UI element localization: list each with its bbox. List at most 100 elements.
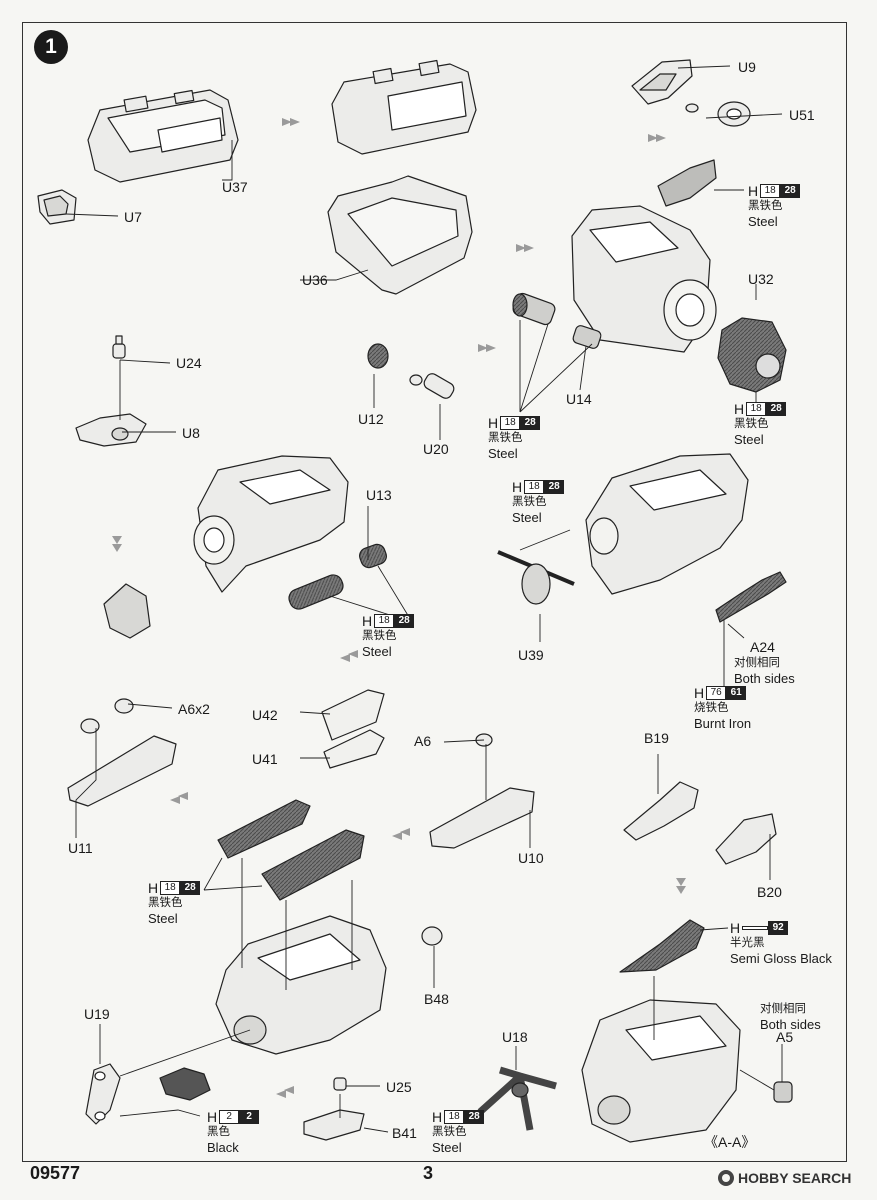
paint-code-steel: H 18 28 — [512, 479, 565, 495]
part-label-u37: U37 — [222, 179, 248, 195]
pulley-part-black — [159, 1067, 211, 1101]
part-label-u19: U19 — [84, 1006, 110, 1022]
paint-code-a: 18 — [444, 1110, 465, 1124]
part-label-b20: B20 — [757, 884, 782, 900]
valve-cover-u11 — [67, 735, 177, 807]
paint-code-a: 2 — [219, 1110, 240, 1124]
watermark-text: HOBBY SEARCH — [738, 1170, 852, 1186]
paint-code-b: 28 — [180, 881, 201, 895]
paint-en: Steel — [362, 644, 392, 659]
stud-part-u25 — [333, 1077, 347, 1091]
paint-name: 烧铁色 Burnt Iron — [694, 701, 751, 731]
paint-code-a: 18 — [500, 416, 521, 430]
cylinder-head-part-u37 — [87, 89, 239, 183]
paint-code-steel: H 18 28 — [432, 1110, 485, 1124]
covers-dark — [217, 799, 365, 901]
cover-part-u42 — [321, 689, 385, 741]
paint-code-a: 76 — [706, 686, 727, 700]
paint-code-b: 61 — [726, 686, 747, 700]
bracket-part-u9 — [631, 59, 693, 105]
paint-code-steel: H 18 28 — [362, 614, 415, 628]
part-label-b19: B19 — [644, 730, 669, 746]
paint-en: Burnt Iron — [694, 716, 752, 731]
paint-prefix: H — [148, 880, 159, 896]
part-label-u8: U8 — [182, 425, 200, 441]
part-label-b41: B41 — [392, 1125, 417, 1141]
paint-en: Steel — [512, 510, 542, 525]
paint-code-b: 28 — [520, 416, 541, 430]
paint-name: 半光黑 Semi Gloss Black — [730, 936, 832, 966]
washer-part — [685, 103, 699, 113]
note-en: Both sides — [760, 1017, 821, 1032]
watermark: HOBBY SEARCH — [718, 1170, 851, 1186]
paint-code-a: 18 — [760, 184, 781, 198]
engine-block-right-lower — [585, 453, 749, 595]
paint-cn: 烧铁色 — [694, 702, 729, 714]
bracket-part-u7 — [37, 189, 77, 225]
bracket-part-h18 — [657, 159, 717, 207]
paint-code-b: 28 — [394, 614, 415, 628]
paint-en: Steel — [748, 214, 778, 229]
head-assembly-upper — [331, 59, 477, 155]
paint-name: 黑铁色 Steel — [148, 896, 183, 926]
assembly-arrows — [112, 118, 686, 1098]
paint-prefix: H — [734, 401, 745, 417]
paint-name: 黑铁色 Steel — [748, 199, 783, 229]
paint-en: Steel — [432, 1140, 462, 1155]
paint-prefix: H — [488, 415, 499, 431]
paint-code-steel: H 18 28 — [148, 880, 201, 896]
product-code: 09577 — [30, 1163, 81, 1183]
plate-part-b41 — [303, 1109, 365, 1141]
paint-prefix: H — [512, 479, 523, 495]
cylinder-part-u20 — [409, 373, 455, 399]
paint-en: Black — [207, 1140, 239, 1155]
part-label-u7: U7 — [124, 209, 142, 225]
engine-block-right — [571, 205, 717, 353]
part-label-b48: B48 — [424, 991, 449, 1007]
part-label-u39: U39 — [518, 647, 544, 663]
paint-name: 黑铁色 Steel — [734, 417, 769, 447]
note-en: Both sides — [734, 671, 795, 686]
leader-lines — [65, 65, 783, 1133]
part-label-u10: U10 — [518, 850, 544, 866]
stud-part-u24 — [112, 335, 126, 359]
part-label-u11: U11 — [68, 840, 93, 856]
part-label-u13: U13 — [366, 487, 392, 503]
paint-cn: 黑铁色 — [362, 630, 397, 642]
page-number: 3 — [423, 1163, 434, 1183]
engine-block-left — [193, 455, 349, 593]
exhaust-part-a24 — [715, 571, 787, 623]
valve-cover-u10 — [429, 787, 535, 849]
flywheel-cover-u32 — [717, 317, 787, 393]
paint-code-b: 28 — [780, 184, 801, 198]
paint-code-steel: H 18 28 — [488, 415, 541, 431]
part-label-u51: U51 — [789, 107, 815, 123]
note-cn: 对侧相同 — [760, 1003, 806, 1015]
paint-en: Steel — [488, 446, 518, 461]
page-border — [22, 22, 847, 1162]
paint-cn: 黑铁色 — [512, 496, 547, 508]
step-number-badge: 1 — [34, 30, 68, 64]
pan-part-u36 — [327, 175, 473, 295]
part-label-u14: U14 — [566, 391, 592, 407]
paint-name: 黑铁色 Steel — [432, 1125, 467, 1155]
part-label-a24: A24 — [750, 639, 775, 655]
paint-prefix: H — [694, 685, 705, 701]
paint-code-a: 18 — [160, 881, 181, 895]
paint-code-burnt-iron: H 76 61 — [694, 685, 747, 701]
manifold-part-b20 — [715, 813, 777, 865]
cover-part-u41 — [323, 729, 385, 769]
pulley-part-u12 — [367, 343, 389, 369]
paint-cn: 黑铁色 — [734, 418, 769, 430]
belt-part-u19 — [85, 1063, 121, 1125]
part-label-u25: U25 — [386, 1079, 412, 1095]
cap-part-a5 — [773, 1081, 793, 1103]
paint-code-a: 18 — [746, 402, 767, 416]
engine-block-main — [215, 915, 387, 1055]
part-label-a5: A5 — [776, 1029, 794, 1045]
mount-part-u8 — [75, 413, 147, 447]
paint-en: Semi Gloss Black — [730, 951, 832, 966]
paint-code-b: 92 — [768, 921, 789, 935]
paint-code-b: 28 — [544, 480, 565, 494]
